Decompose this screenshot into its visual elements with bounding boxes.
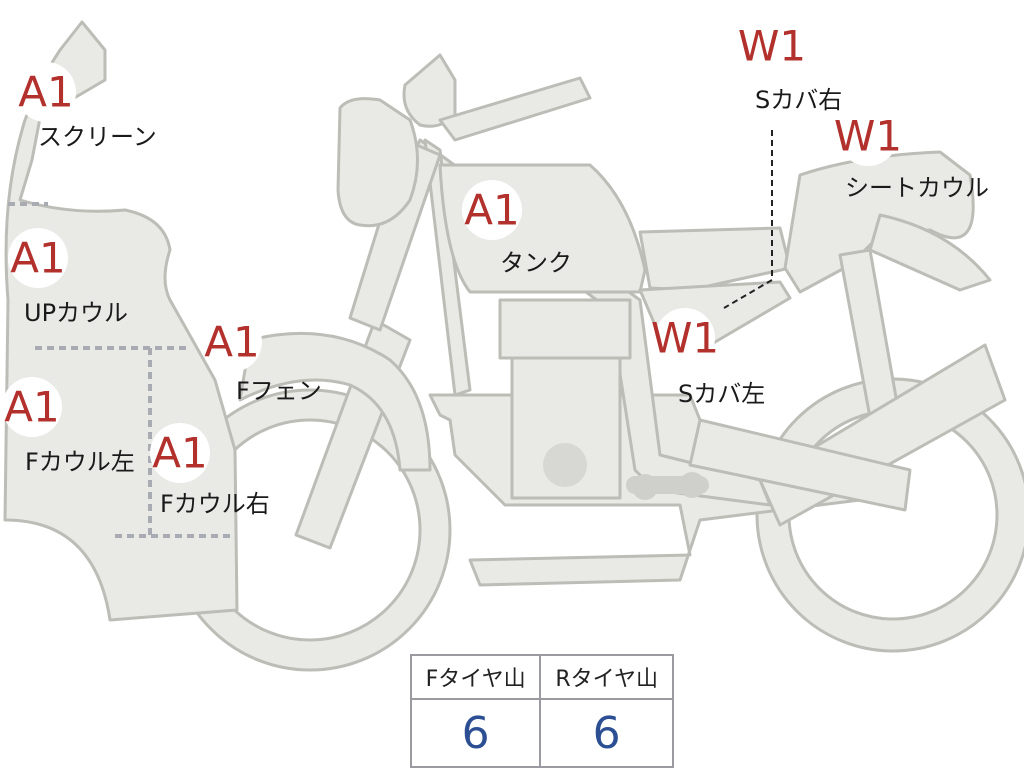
svg-text:W1: W1 xyxy=(738,22,806,71)
front-fender xyxy=(238,331,432,472)
label-f-cowl-left: Fカウル左 xyxy=(25,448,135,476)
leader-line xyxy=(723,130,773,309)
tire-tread-table: Fタイヤ山 Rタイヤ山 6 6 xyxy=(409,654,674,768)
label-f-fender: Fフェン xyxy=(236,377,322,405)
svg-text:A1: A1 xyxy=(18,68,73,117)
svg-text:A1: A1 xyxy=(10,234,65,283)
headlight xyxy=(336,97,419,228)
grade-badge-up-cowl: A1 xyxy=(8,228,68,288)
rear-tire-value: 6 xyxy=(539,698,674,768)
grade-badge-side-cover-right: W1 xyxy=(738,16,806,76)
tire-table-value-row: 6 6 xyxy=(409,698,674,768)
label-up-cowl: UPカウル xyxy=(24,299,128,327)
svg-text:W1: W1 xyxy=(834,112,902,161)
label-screen: スクリーン xyxy=(38,123,157,151)
grade-badge-f-cowl-left: A1 xyxy=(2,377,62,437)
seat xyxy=(638,226,792,292)
front-tire-header: Fタイヤ山 xyxy=(409,654,542,700)
label-side-cover-left: Sカバ左 xyxy=(678,380,765,408)
rear-tire-header: Rタイヤ山 xyxy=(539,654,674,700)
svg-text:A1: A1 xyxy=(152,429,207,478)
down-tube xyxy=(423,138,472,397)
grade-badge-screen: A1 xyxy=(16,62,76,122)
fork-upper xyxy=(348,138,442,332)
front-tire-value: 6 xyxy=(409,698,542,768)
handlebar xyxy=(438,76,592,142)
tail-fin xyxy=(868,213,992,292)
svg-text:A1: A1 xyxy=(204,318,259,367)
svg-text:A1: A1 xyxy=(4,383,59,432)
grade-badge-tank: A1 xyxy=(462,180,522,240)
mirror xyxy=(402,53,457,128)
label-side-cover-right: Sカバ右 xyxy=(755,86,842,114)
svg-text:A1: A1 xyxy=(464,186,519,235)
engine xyxy=(498,298,709,500)
label-seat-cowl: シートカウル xyxy=(845,174,989,202)
rear-stay xyxy=(688,418,912,512)
svg-text:W1: W1 xyxy=(651,314,719,363)
grade-badge-f-cowl-right: A1 xyxy=(150,423,210,483)
label-tank: タンク xyxy=(500,249,572,277)
grade-badge-seat-cowl: W1 xyxy=(834,106,902,166)
tire-table-header-row: Fタイヤ山 Rタイヤ山 xyxy=(409,654,674,700)
label-f-cowl-right: Fカウル右 xyxy=(160,490,270,518)
grade-badge-side-cover-left: W1 xyxy=(651,308,719,368)
grade-badge-f-fender: A1 xyxy=(202,312,262,372)
